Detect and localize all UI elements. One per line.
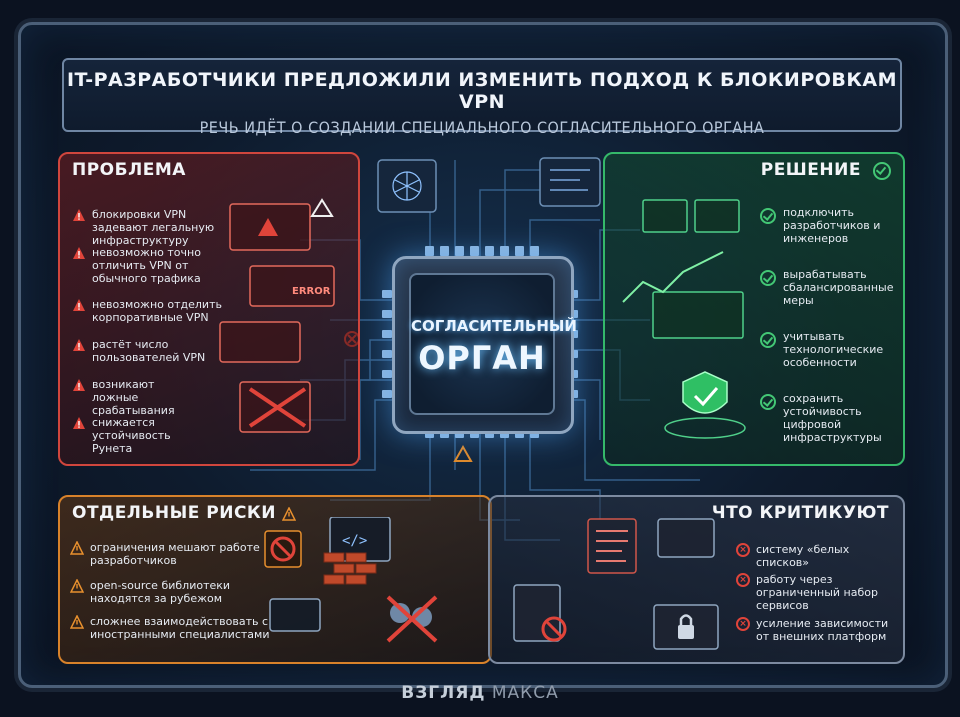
critic-title: ЧТО КРИТИКУЮТ bbox=[711, 503, 889, 523]
brand-word: ВЗГЛЯД bbox=[401, 683, 486, 703]
warning-icon bbox=[73, 379, 85, 391]
problem-illustration: ERROR bbox=[219, 198, 335, 433]
header-banner: IT-РАЗРАБОТЧИКИ ПРЕДЛОЖИЛИ ИЗМЕНИТЬ ПОДХ… bbox=[62, 58, 902, 137]
risks-item: сложнее взаимодействовать с иностранными… bbox=[90, 615, 270, 641]
problem-panel: ПРОБЛЕМА ERROR блокировки VPN задевают л… bbox=[58, 152, 360, 466]
warning-icon bbox=[70, 541, 84, 555]
risks-title: ОТДЕЛЬНЫЕ РИСКИ bbox=[72, 503, 277, 523]
solution-item: подключить разработчиков и инженеров bbox=[783, 206, 881, 245]
x-circle-icon: × bbox=[736, 617, 750, 631]
check-circle-icon bbox=[760, 332, 776, 348]
problem-item: снижается устойчивость Рунета bbox=[92, 416, 171, 455]
solution-item: вырабатывать сбалансированные меры bbox=[783, 268, 894, 307]
check-circle-icon bbox=[873, 162, 891, 180]
warning-icon bbox=[73, 417, 85, 429]
brick-wall-icon bbox=[323, 552, 377, 585]
risks-item: ограничения мешают работе разработчиков bbox=[90, 541, 260, 567]
chip-core: СОГЛАСИТЕЛЬНЫЙ ОРГАН bbox=[409, 273, 577, 415]
x-circle-icon: × bbox=[736, 573, 750, 587]
warning-icon bbox=[70, 615, 84, 629]
brand-name: МАКСА bbox=[491, 683, 559, 703]
warning-icon bbox=[70, 579, 84, 593]
page-subtitle: РЕЧЬ ИДЁТ О СОЗДАНИИ СПЕЦИАЛЬНОГО СОГЛАС… bbox=[199, 118, 765, 137]
warning-icon bbox=[73, 247, 85, 259]
critic-item: систему «белых списков» bbox=[756, 543, 850, 569]
risks-illustration: </> bbox=[264, 517, 438, 643]
problem-item: невозможно отделить корпоративные VPN bbox=[92, 298, 222, 324]
x-circle-icon: × bbox=[736, 543, 750, 557]
solution-title: РЕШЕНИЕ bbox=[760, 160, 861, 180]
svg-text:</>: </> bbox=[342, 533, 367, 549]
warning-icon bbox=[73, 209, 85, 221]
footer-brand: ВЗГЛЯД МАКСА bbox=[0, 683, 960, 703]
problem-item: блокировки VPN задевают легальную инфрас… bbox=[92, 208, 215, 247]
warning-icon bbox=[73, 339, 85, 351]
solution-item: учитывать технологические особенности bbox=[783, 330, 884, 369]
check-circle-icon bbox=[760, 208, 776, 224]
solution-panel: РЕШЕНИЕ подключить разработчиков и инжен… bbox=[603, 152, 905, 466]
problem-item: растёт число пользователей VPN bbox=[92, 338, 206, 364]
warning-icon bbox=[282, 507, 296, 521]
central-chip: СОГЛАСИТЕЛЬНЫЙ ОРГАН bbox=[392, 256, 577, 434]
check-circle-icon bbox=[760, 270, 776, 286]
error-label: ERROR bbox=[292, 286, 331, 297]
check-circle-icon bbox=[760, 394, 776, 410]
critic-panel: ЧТО КРИТИКУЮТ × систему «белых списков» … bbox=[488, 495, 905, 664]
solution-item: сохранить устойчивость цифровой инфрастр… bbox=[783, 392, 882, 444]
risks-item: open-source библиотеки находятся за рубе… bbox=[90, 579, 231, 605]
chip-label-line2: ОРГАН bbox=[418, 339, 546, 377]
risks-panel: ОТДЕЛЬНЫЕ РИСКИ </> ограничения мешают р… bbox=[58, 495, 492, 664]
page-title: IT-РАЗРАБОТЧИКИ ПРЕДЛОЖИЛИ ИЗМЕНИТЬ ПОДХ… bbox=[66, 69, 898, 113]
lock-icon bbox=[678, 614, 694, 639]
chip-label-line1: СОГЛАСИТЕЛЬНЫЙ bbox=[411, 317, 577, 335]
problem-item: возникают ложные срабатывания bbox=[92, 378, 175, 417]
solution-illustration bbox=[622, 199, 746, 439]
critic-item: работу через ограниченный набор сервисов bbox=[756, 573, 878, 612]
critic-illustration bbox=[513, 518, 719, 650]
problem-title: ПРОБЛЕМА bbox=[72, 160, 186, 180]
ban-icon bbox=[270, 536, 296, 562]
problem-item: невозможно точно отличить VPN от обычног… bbox=[92, 246, 201, 285]
critic-item: усиление зависимости от внешних платформ bbox=[756, 617, 889, 643]
warning-icon bbox=[73, 299, 85, 311]
shield-check-icon bbox=[682, 371, 728, 414]
